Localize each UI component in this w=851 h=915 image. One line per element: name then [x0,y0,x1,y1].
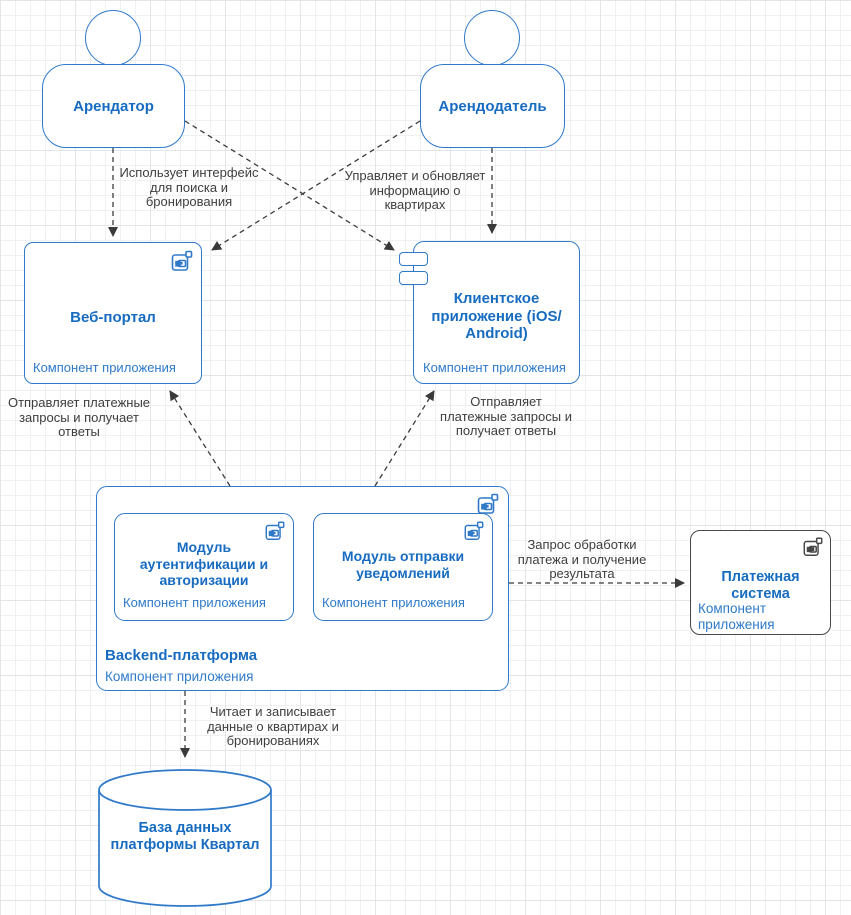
edge-label-landlord-clientapp[interactable]: Управляет и обновляет информацию о кварт… [344,168,486,213]
node-title: Веб-портал [70,309,156,326]
edge-backend-webportal[interactable] [169,390,231,487]
component-icon [265,521,285,540]
node-title: Модуль аутентификации и авторизации [139,539,269,589]
edge-label-backend-payment[interactable]: Запрос обработки платежа и получение рез… [517,537,647,582]
edge-landlord-webportal[interactable] [211,120,421,251]
node-subtitle: Компонент приложения [423,360,566,376]
node-backend-platform[interactable]: Модуль аутентификации и авторизации Комп… [96,486,509,691]
node-auth-module[interactable]: Модуль аутентификации и авторизации Комп… [114,513,294,621]
edge-backend-clientapp[interactable] [374,390,435,487]
actor-head-icon [464,10,520,66]
edge-label-webportal-backend[interactable]: Отправляет платежные запросы и получает … [7,395,151,440]
database-cylinder-icon [98,769,272,907]
edge-tenant-clientapp[interactable] [184,120,395,251]
component-icon [803,537,823,556]
node-subtitle: Компонент приложения [322,595,465,611]
component-port-icon [399,271,428,285]
edge-label-tenant-webportal[interactable]: Использует интерфейс для поиска и бронир… [119,165,259,210]
actor-body: Арендатор [42,64,185,148]
actor-tenant-label: Арендатор [73,97,154,115]
node-subtitle: Компонент приложения [105,669,254,684]
actor-landlord[interactable]: Арендодатель [420,10,565,148]
node-title: Платежная система [721,569,800,603]
node-subtitle: Компонент приложения [33,360,176,376]
node-title: Backend-платформа [105,647,258,664]
node-subtitle: Компонент приложения [123,595,266,611]
component-icon [171,250,193,271]
actor-landlord-label: Арендодатель [438,97,547,115]
edge-label-clientapp-backend[interactable]: Отправляет платежные запросы и получает … [440,394,572,439]
actor-tenant[interactable]: Арендатор [42,10,185,148]
component-port-icon [399,252,428,266]
node-client-app[interactable]: Клиентское приложение (iOS/ Android) Ком… [399,241,580,384]
node-notify-module[interactable]: Модуль отправки уведомлений Компонент пр… [313,513,493,621]
node-database[interactable]: База данных платформы Квартал [97,768,273,908]
component-icon [464,521,484,540]
edge-label-backend-database[interactable]: Читает и записывает данные о квартирах и… [207,704,339,749]
actor-body: Арендодатель [420,64,565,148]
component-icon [477,493,499,514]
actor-head-icon [85,10,141,66]
node-payment-system[interactable]: Платежная система Компонент приложения [690,530,831,635]
node-title: Клиентское приложение (iOS/ Android) [431,290,562,343]
node-web-portal[interactable]: Веб-портал Компонент приложения [24,242,202,384]
node-title: База данных платформы Квартал [110,820,260,854]
node-title: Модуль отправки уведомлений [341,548,465,581]
node-subtitle: Компонент приложения [698,601,775,632]
